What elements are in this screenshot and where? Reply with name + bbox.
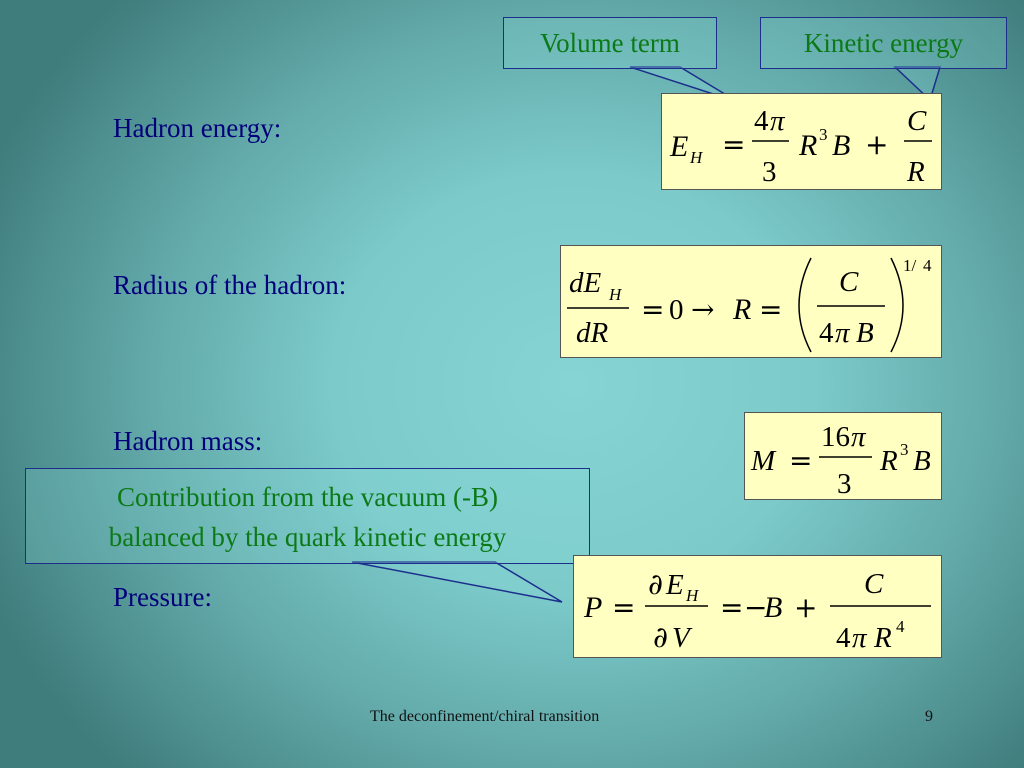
svg-text:=: =: [789, 444, 812, 477]
svg-text:E: E: [669, 130, 688, 163]
svg-text:1/: 1/: [903, 256, 917, 275]
svg-text:16: 16: [821, 421, 850, 453]
svg-text:π: π: [770, 105, 786, 137]
svg-text:∂: ∂: [648, 567, 663, 601]
svg-text:3: 3: [900, 440, 909, 459]
svg-text:R: R: [732, 293, 751, 326]
hadron-energy-formula: E H = 4 π 3 R 3 B + C R: [661, 93, 942, 190]
svg-text:4: 4: [923, 256, 932, 275]
radius-label: Radius of the hadron:: [113, 270, 347, 300]
svg-text:4: 4: [754, 105, 769, 137]
svg-text:0: 0: [669, 294, 684, 326]
svg-text:R: R: [873, 622, 892, 654]
svg-text:∂: ∂: [653, 620, 668, 654]
svg-text:3: 3: [837, 468, 852, 498]
svg-text:E: E: [665, 569, 684, 601]
svg-text:4: 4: [819, 317, 834, 349]
svg-text:=: =: [612, 591, 635, 624]
svg-text:H: H: [608, 285, 623, 304]
svg-text:R: R: [879, 445, 898, 477]
hadron-energy-label: Hadron energy:: [113, 113, 282, 143]
svg-text:R: R: [798, 129, 817, 162]
volume-term-callout: Volume term: [503, 17, 717, 69]
mass-label: Hadron mass:: [113, 426, 263, 456]
kinetic-energy-text: Kinetic energy: [803, 28, 964, 58]
svg-text:3: 3: [819, 125, 828, 144]
svg-text:C: C: [907, 105, 927, 137]
svg-text:4: 4: [836, 622, 851, 654]
svg-text:H: H: [685, 586, 700, 605]
svg-text:B: B: [764, 591, 782, 624]
svg-text:π: π: [851, 421, 867, 453]
svg-text:π: π: [835, 317, 851, 349]
svg-text:C: C: [864, 568, 884, 600]
svg-text:B: B: [856, 317, 874, 349]
pressure-label: Pressure:: [113, 582, 212, 612]
svg-text:C: C: [839, 266, 859, 298]
radius-formula: dE H dR = 0 → R = C 4 π B 1/ 4: [560, 245, 942, 358]
svg-text:dR: dR: [576, 317, 609, 349]
svg-text:=: =: [722, 128, 745, 161]
hadron-mass-formula: M = 16 π 3 R 3 B: [744, 412, 942, 500]
svg-text:H: H: [689, 148, 704, 167]
kinetic-energy-callout: Kinetic energy: [760, 17, 1007, 69]
svg-text:M: M: [750, 445, 777, 477]
page-number: 9: [925, 708, 933, 725]
pressure-formula: P = ∂ E H ∂ V = − B + C 4 π R 4: [573, 555, 942, 658]
svg-text:+: +: [794, 591, 817, 624]
volume-term-text: Volume term: [540, 28, 680, 58]
svg-text:=: =: [720, 591, 743, 624]
vacuum-line-2: balanced by the quark kinetic energy: [108, 522, 507, 552]
footer-title: The deconfinement/chiral transition: [370, 708, 600, 725]
svg-text:+: +: [865, 128, 888, 161]
svg-text:3: 3: [762, 156, 777, 188]
svg-text:R: R: [906, 156, 925, 188]
svg-text:4: 4: [896, 617, 905, 636]
svg-text:B: B: [913, 445, 931, 477]
svg-text:π: π: [852, 622, 868, 654]
kinetic-energy-pointer: [893, 66, 942, 102]
svg-text:P: P: [583, 591, 602, 624]
svg-text:−: −: [744, 591, 767, 624]
svg-text:V: V: [672, 622, 693, 654]
svg-text:B: B: [832, 129, 850, 162]
vacuum-line-1: Contribution from the vacuum (-B): [117, 482, 498, 512]
svg-text:→: →: [691, 293, 714, 326]
svg-text:dE: dE: [569, 267, 602, 299]
vacuum-contribution-callout: Contribution from the vacuum (-B) balanc…: [25, 468, 590, 564]
svg-text:=: =: [641, 293, 664, 326]
svg-text:=: =: [759, 293, 782, 326]
vacuum-pointer: [351, 561, 563, 603]
